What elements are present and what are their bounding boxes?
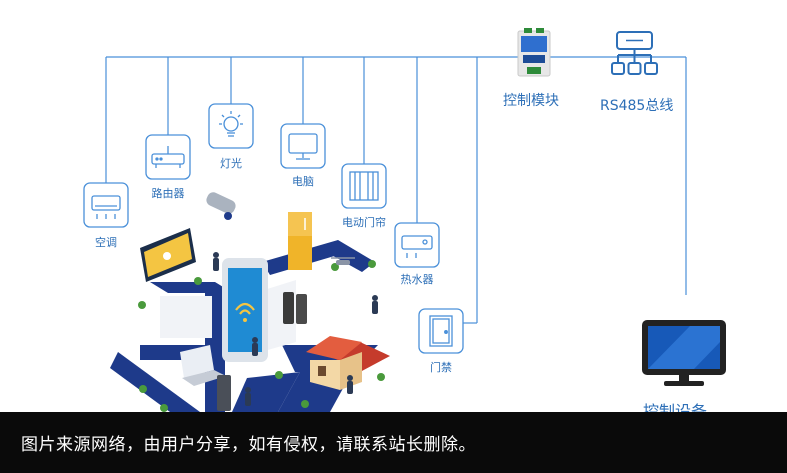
air-conditioner-label: 空调 <box>95 236 117 249</box>
control-module-label: 控制模块 <box>503 93 559 109</box>
rs485-bus-label: RS485总线 <box>600 98 674 114</box>
computer-label: 电脑 <box>292 175 314 188</box>
computer-icon <box>280 123 326 169</box>
control-device-monitor-icon <box>642 320 726 386</box>
door-access-label: 门禁 <box>430 361 452 374</box>
light-label: 灯光 <box>220 157 242 170</box>
notice-banner: 图片来源网络，由用户分享，如有侵权，请联系站长删除。 <box>0 412 787 473</box>
curtain-icon <box>341 163 387 209</box>
router-label: 路由器 <box>151 187 185 200</box>
router-icon <box>145 134 191 180</box>
water-heater-icon <box>394 222 440 268</box>
water-heater-label: 热水器 <box>400 273 434 286</box>
control-module-icon <box>517 28 551 77</box>
notice-text: 图片来源网络，由用户分享，如有侵权，请联系站长删除。 <box>21 435 476 455</box>
bus-wires <box>105 56 687 324</box>
door-icon <box>418 308 464 354</box>
air-conditioner-icon <box>83 182 129 228</box>
curtain-label: 电动门帘 <box>342 216 386 229</box>
light-bulb-icon <box>208 103 254 149</box>
network-icon <box>611 31 658 75</box>
smart-home-illustration <box>110 192 390 412</box>
